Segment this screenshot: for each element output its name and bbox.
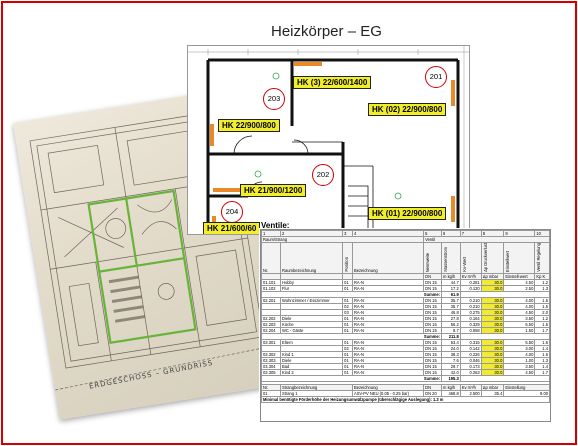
radiator-label-hk21a: HK 21/900/1200: [240, 184, 307, 197]
header-nennweite: Nennweite: [425, 252, 431, 272]
header-dp-cell: Δp Druckverlust: [480, 242, 505, 274]
radiator-label-hk22: HK 22/900/800: [218, 119, 280, 132]
header-raumbezeichnung: Raumbezeichnung: [280, 242, 344, 274]
header-regelung: Ventil Regelung: [536, 243, 542, 272]
old-floorplan-photo: ERDGESCHOSS – GRUNDRISS: [12, 86, 294, 420]
old-floorplan-drawing: [29, 109, 287, 391]
header-kv-cell: Kv-Wert: [459, 242, 482, 274]
footer-row: Minimal benötigte Förderhöhe der Heizung…: [261, 395, 550, 403]
header-nr: Nr.: [261, 242, 282, 274]
group-header-raum: Raum/Strang: [261, 236, 425, 243]
floorplan-drawing: [188, 46, 469, 234]
radiator-label-hk01: HK (01) 22/900/800: [368, 207, 447, 220]
room-number-204: 204: [221, 201, 243, 223]
header-regelung-cell: Ventil Regelung: [534, 242, 550, 274]
header-einstellwert-cell: Einstellwert: [503, 242, 536, 274]
column-number-row: 1 2 3 4 5 6 7 8 9 10: [261, 230, 550, 237]
group-header-ventil: Ventil: [423, 236, 550, 243]
sub-header-row: DN m kg/h Kv m³/h Δp mbar Einstell-wert …: [261, 272, 550, 280]
room-number-202: 202: [312, 164, 334, 186]
header-row: Nr. Raumbezeichnung Position Bezeichnung…: [261, 242, 550, 274]
header-kv: Kv-Wert: [461, 257, 467, 272]
pump-head-note: Minimal benötigte Förderhöhe der Heizung…: [261, 395, 550, 403]
ventile-title: Ventile:: [261, 221, 290, 230]
header-einstellwert: Einstellwert: [505, 250, 511, 272]
floorplan-eg: 201 202 203 204 HK (3) 22/600/1400 HK (0…: [187, 45, 470, 235]
radiator-label-hk3: HK (3) 22/600/1400: [293, 76, 372, 89]
header-massenstrom-cell: Massenstrom: [441, 242, 461, 274]
header-nennweite-cell: Nennweite: [423, 242, 443, 274]
header-dp: Δp Druckverlust: [482, 243, 488, 272]
ventile-table: 1 2 3 4 5 6 7 8 9 10 Raum/Strang Ventil …: [261, 230, 550, 403]
slide-title: Heizkörper – EG: [271, 23, 382, 40]
radiator-label-hk02: HK (02) 22/900/800: [368, 103, 447, 116]
strang-table-body: Nr. Strangbezeichnung Bezeichnung DN m k…: [261, 380, 550, 403]
header-bezeichnung: Bezeichnung: [351, 242, 425, 274]
header-position: Position: [344, 257, 350, 272]
room-number-203: 203: [263, 88, 285, 110]
radiator-label-hk21b: HK 21/600/60: [203, 222, 261, 234]
strang-row: 01 Strang 1 ASV-PV NEU (0.05 - 0.25 bar)…: [261, 389, 550, 397]
room-number-201: 201: [425, 66, 447, 88]
header-massenstrom: Massenstrom: [443, 247, 449, 272]
header-position-cell: Position: [342, 242, 353, 274]
group-header-row: Raum/Strang Ventil: [261, 236, 550, 243]
ventile-table-panel: 1 2 3 4 5 6 7 8 9 10 Raum/Strang Ventil …: [260, 229, 551, 422]
